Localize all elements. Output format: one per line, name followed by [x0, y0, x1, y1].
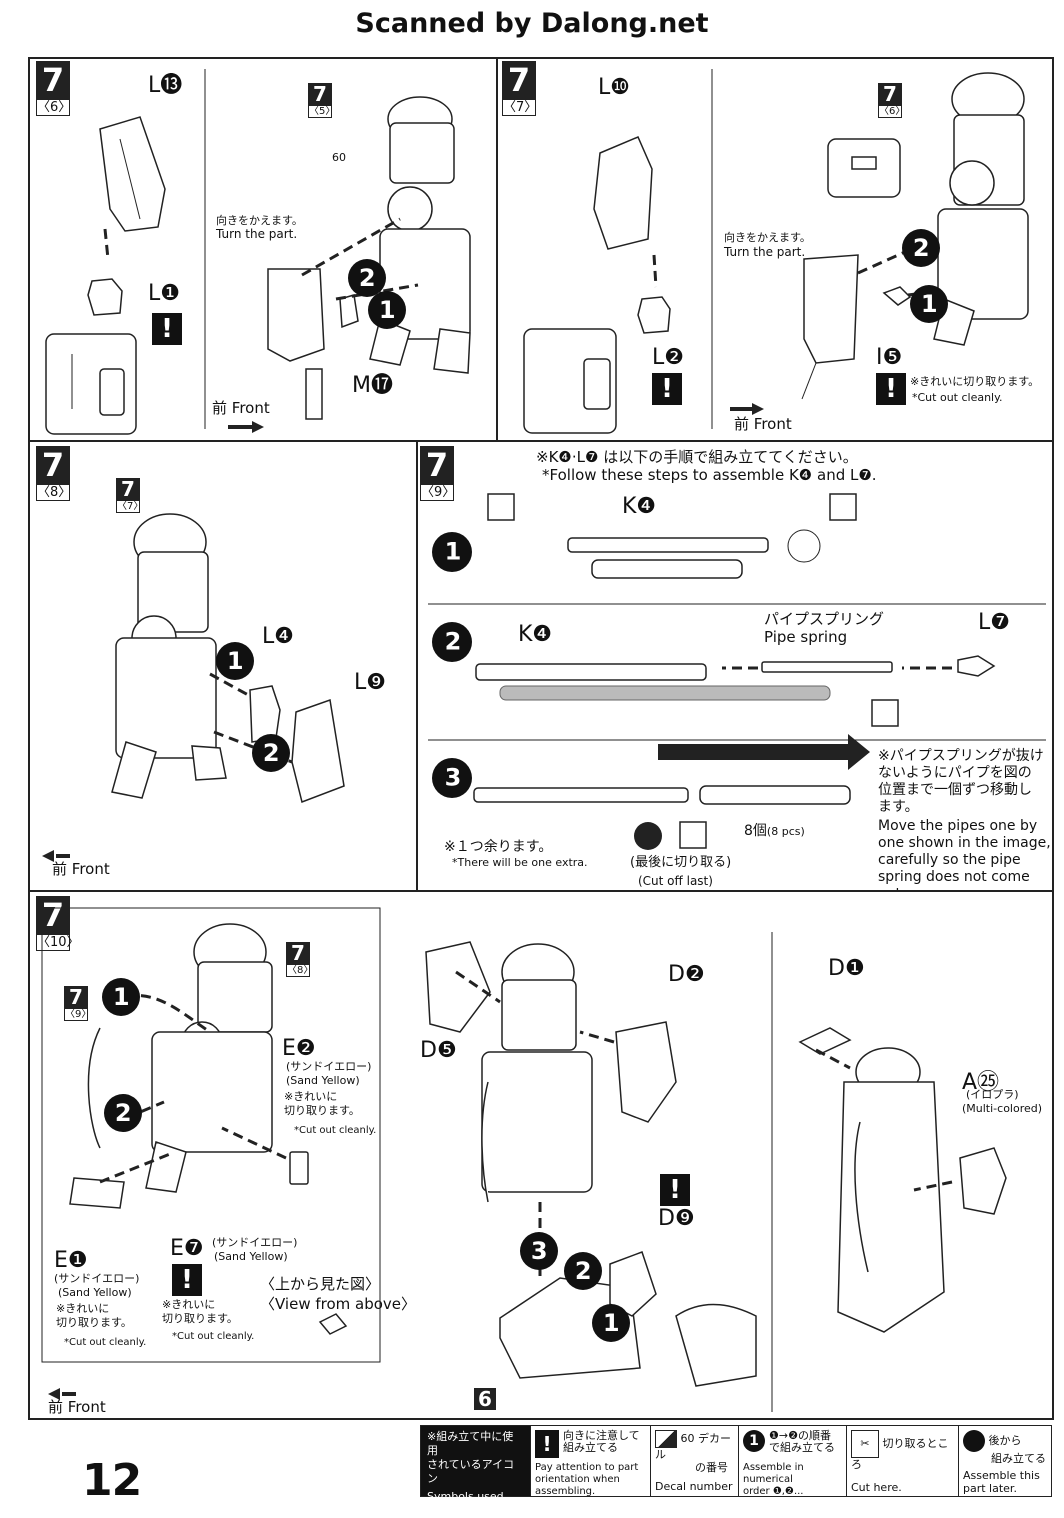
scan-credit-header: Scanned by Dalong.net: [355, 8, 709, 39]
step-badge: 7 〈10〉: [36, 896, 80, 951]
a25-color-en: (Multi-colored): [962, 1102, 1043, 1115]
front-label: 前 Front: [48, 1398, 106, 1416]
e2-color-ja: (サンドイエロー): [286, 1060, 372, 1073]
part-label-d2: D❷: [668, 962, 705, 987]
panel-7-10-illustration: [41, 907, 1007, 1412]
part-label-l2: L❷: [652, 345, 684, 370]
e2-cut-ja: ※きれいに 切り取ります。: [284, 1090, 360, 1117]
step-badge: 7 〈6〉: [36, 61, 72, 116]
e1-color-ja: (サンドイエロー): [54, 1272, 140, 1285]
legend-item-orientation: ! 向きに注意して 組み立てる Pay attention to part or…: [531, 1426, 651, 1497]
part-label-d1: D❶: [828, 956, 865, 981]
part-label-k4-top: K❹: [622, 494, 657, 519]
view-from-above: 〈上から見た図〉 〈View from above〉: [260, 1275, 417, 1313]
e1-cut-en: *Cut out cleanly.: [64, 1337, 147, 1348]
part-label-k4-mid: K❹: [518, 622, 553, 647]
symbol-legend: ※組み立て中に使用 されているアイコン Symbols used in inst…: [420, 1425, 1052, 1517]
part-label-e1: E❶: [54, 1248, 88, 1273]
turn-note-ja: 向きをかえます。: [724, 231, 811, 244]
move-note-en: Move the pipes one by one shown in the i…: [878, 818, 1051, 902]
front-label: 前 Front: [52, 860, 110, 878]
legend-item-order: 1 ❶→❷の順番 で組み立てる Assemble in numerical or…: [739, 1426, 847, 1497]
attention-icon: !: [652, 373, 682, 405]
e7-color-en: (Sand Yellow): [214, 1250, 288, 1263]
instruction-note-ja: ※K❹·L❼ は以下の手順で組み立ててください。: [536, 448, 858, 466]
e1-color-en: (Sand Yellow): [58, 1286, 132, 1299]
attention-icon: !: [660, 1174, 690, 1206]
instruction-note-en: *Follow these steps to assemble K❹ and L…: [542, 466, 877, 484]
reference-step-badge: 7 〈6〉: [878, 82, 906, 118]
decal-icon: [655, 1430, 677, 1448]
e2-color-en: (Sand Yellow): [286, 1074, 360, 1087]
part-label-d9: D❾: [658, 1206, 695, 1231]
reference-step-badge: 7 〈7〉: [116, 477, 144, 513]
decal-number: 60: [332, 151, 346, 164]
legend-item-cut: ✂ 切り取るところ Cut here.: [847, 1426, 959, 1496]
part-label-l9: L❾: [354, 670, 386, 695]
reference-step-6: 6: [474, 1388, 496, 1410]
a25-color-ja: (イロプラ): [966, 1088, 1019, 1101]
panel-step-7-9: 7 〈9〉 ※K❹·L❼ は以下の手順で組み立ててください。 *Follow t…: [416, 440, 1054, 902]
part-label-l4: L❹: [262, 624, 294, 649]
attention-icon: !: [535, 1430, 559, 1458]
panel-step-7-7: 7 〈7〉 7 〈6〉 L❿ L❷ ! I❺ ! ※きれいに切り取ります。 *C…: [496, 57, 1054, 442]
reference-step-badge: 7 〈5〉: [308, 82, 336, 118]
cut-last-ja: (最後に切り取る): [630, 855, 732, 870]
part-label-e2: E❷: [282, 1036, 316, 1061]
page-number: 12: [82, 1455, 142, 1506]
part-label-m17: M⓱: [352, 373, 393, 398]
e7-color-ja: (サンドイエロー): [212, 1236, 298, 1249]
part-label-d5: D❺: [420, 1038, 457, 1063]
legend-item-decal: 60 デカール の番号 Decal number: [651, 1426, 739, 1496]
extra-note-ja: ※１つ余ります。: [444, 839, 553, 855]
panel-7-8-illustration: [42, 513, 345, 862]
front-label: 前 Front: [734, 415, 792, 433]
step-badge: 7 〈9〉: [420, 446, 456, 501]
part-label-l7: L❼: [978, 610, 1010, 635]
turn-note-en: Turn the part.: [216, 227, 298, 241]
panel-step-7-10: 7 〈10〉 7 〈9〉 7 〈8〉 E❷ (サンドイエロー) (Sand Ye…: [28, 890, 1054, 1420]
turn-note-en: Turn the part.: [724, 245, 806, 259]
reference-step-badge-9: 7 〈9〉: [64, 985, 92, 1021]
cut-here-icon: ✂: [851, 1430, 879, 1458]
panel-step-7-8: 7 〈8〉 7 〈7〉 L❹ L❾ 前 Front 1 2: [28, 440, 418, 892]
step-badge: 7 〈7〉: [502, 61, 538, 116]
legend-item-later: 後から 組み立てる Assemble this part later.: [959, 1426, 1051, 1496]
cut-last-en: (Cut off last): [638, 874, 713, 888]
cut-note-en: *Cut out cleanly.: [912, 391, 1003, 404]
step-badge: 7 〈8〉: [36, 446, 72, 501]
part-label-a25: A㉕: [962, 1070, 1000, 1095]
e2-cut-en: *Cut out cleanly.: [294, 1125, 377, 1136]
part-label-e7: E❼: [170, 1236, 204, 1261]
assemble-later-icon: [963, 1430, 985, 1452]
legend-title: ※組み立て中に使用 されているアイコン Symbols used in inst…: [421, 1426, 531, 1517]
panel-step-7-6: 7 〈6〉 7 〈5〉 L⓭ L❶ ! M⓱ 60 向きをかえます。 Turn …: [28, 57, 498, 442]
part-label-i5: I❺: [876, 345, 903, 370]
order-icon: 1: [743, 1430, 765, 1452]
panel-7-6-illustration: [45, 69, 471, 435]
attention-icon: !: [152, 313, 182, 345]
attention-icon: !: [876, 373, 906, 405]
extra-note-en: *There will be one extra.: [452, 856, 588, 869]
cut-note-ja: ※きれいに切り取ります。: [910, 375, 1040, 388]
spring-label-ja: パイプスプリング: [764, 610, 885, 628]
panel-7-7-illustration: [523, 69, 1029, 434]
move-note-ja: ※パイプスプリングが抜け ないようにパイプを図の 位置まで一個ずつ移動し ます。: [878, 748, 1044, 815]
e1-cut-ja: ※きれいに 切り取ります。: [56, 1302, 132, 1329]
reference-step-badge-8: 7 〈8〉: [286, 941, 314, 977]
turn-note-ja: 向きをかえます。: [216, 214, 303, 227]
spring-label-en: Pipe spring: [764, 628, 848, 646]
part-label-l1: L❶: [148, 281, 180, 306]
part-label-l10: L❿: [598, 75, 630, 100]
panel-7-9-illustration: [428, 493, 1046, 850]
e7-cut-en: *Cut out cleanly.: [172, 1331, 255, 1342]
attention-icon: !: [172, 1264, 202, 1296]
e7-cut-ja: ※きれいに 切り取ります。: [162, 1298, 238, 1325]
front-label: 前 Front: [212, 399, 270, 417]
part-label-l13: L⓭: [148, 73, 183, 98]
count-label: 8個(8 pcs): [744, 823, 805, 839]
